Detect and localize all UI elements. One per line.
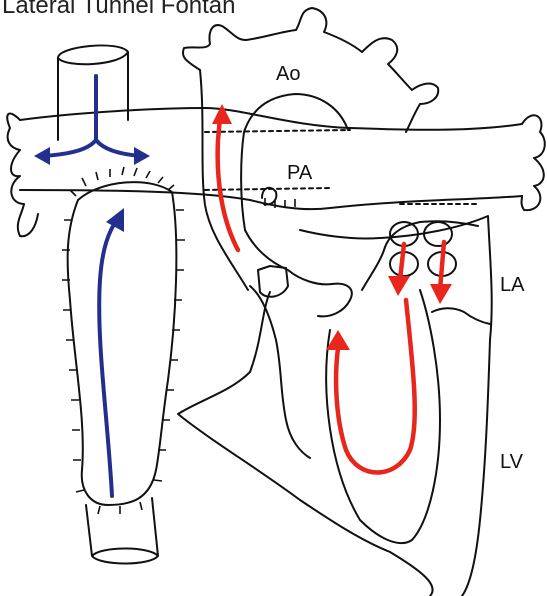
diagram-title: Lateral Tunnel Fontan (2, 0, 236, 18)
right-heart-wall (178, 292, 433, 596)
left-ventricle-label: LV (500, 452, 523, 472)
ivc-shape (86, 498, 158, 564)
svc-shape (58, 45, 128, 140)
hidden-pa-line-1 (205, 130, 350, 132)
aortic-flow-arrow (218, 118, 238, 250)
ascending-aorta-root (245, 230, 352, 316)
lv-inflow-arrow (400, 244, 404, 280)
pa-stump (258, 266, 288, 297)
suture-marks (62, 167, 295, 514)
lv-inflow-arrow-2 (440, 242, 444, 290)
pulmonary-vein-2 (424, 222, 452, 246)
left-pa-flow-arrow (44, 140, 96, 156)
aorta-shape (183, 8, 438, 290)
lv-loop-arrow (336, 300, 415, 473)
right-pa-branch (522, 115, 545, 210)
systemic-flow-arrows (218, 118, 444, 473)
ivc-flow-arrow (99, 218, 118, 496)
pulmonary-artery-label: PA (287, 163, 312, 183)
right-outflow (250, 286, 310, 458)
aorta-label: Ao (276, 64, 300, 84)
left-pa-branch (7, 114, 38, 237)
hidden-pa-line-2 (205, 188, 480, 204)
left-atrium-label: LA (500, 275, 524, 295)
right-pa-flow-arrow (96, 140, 140, 156)
